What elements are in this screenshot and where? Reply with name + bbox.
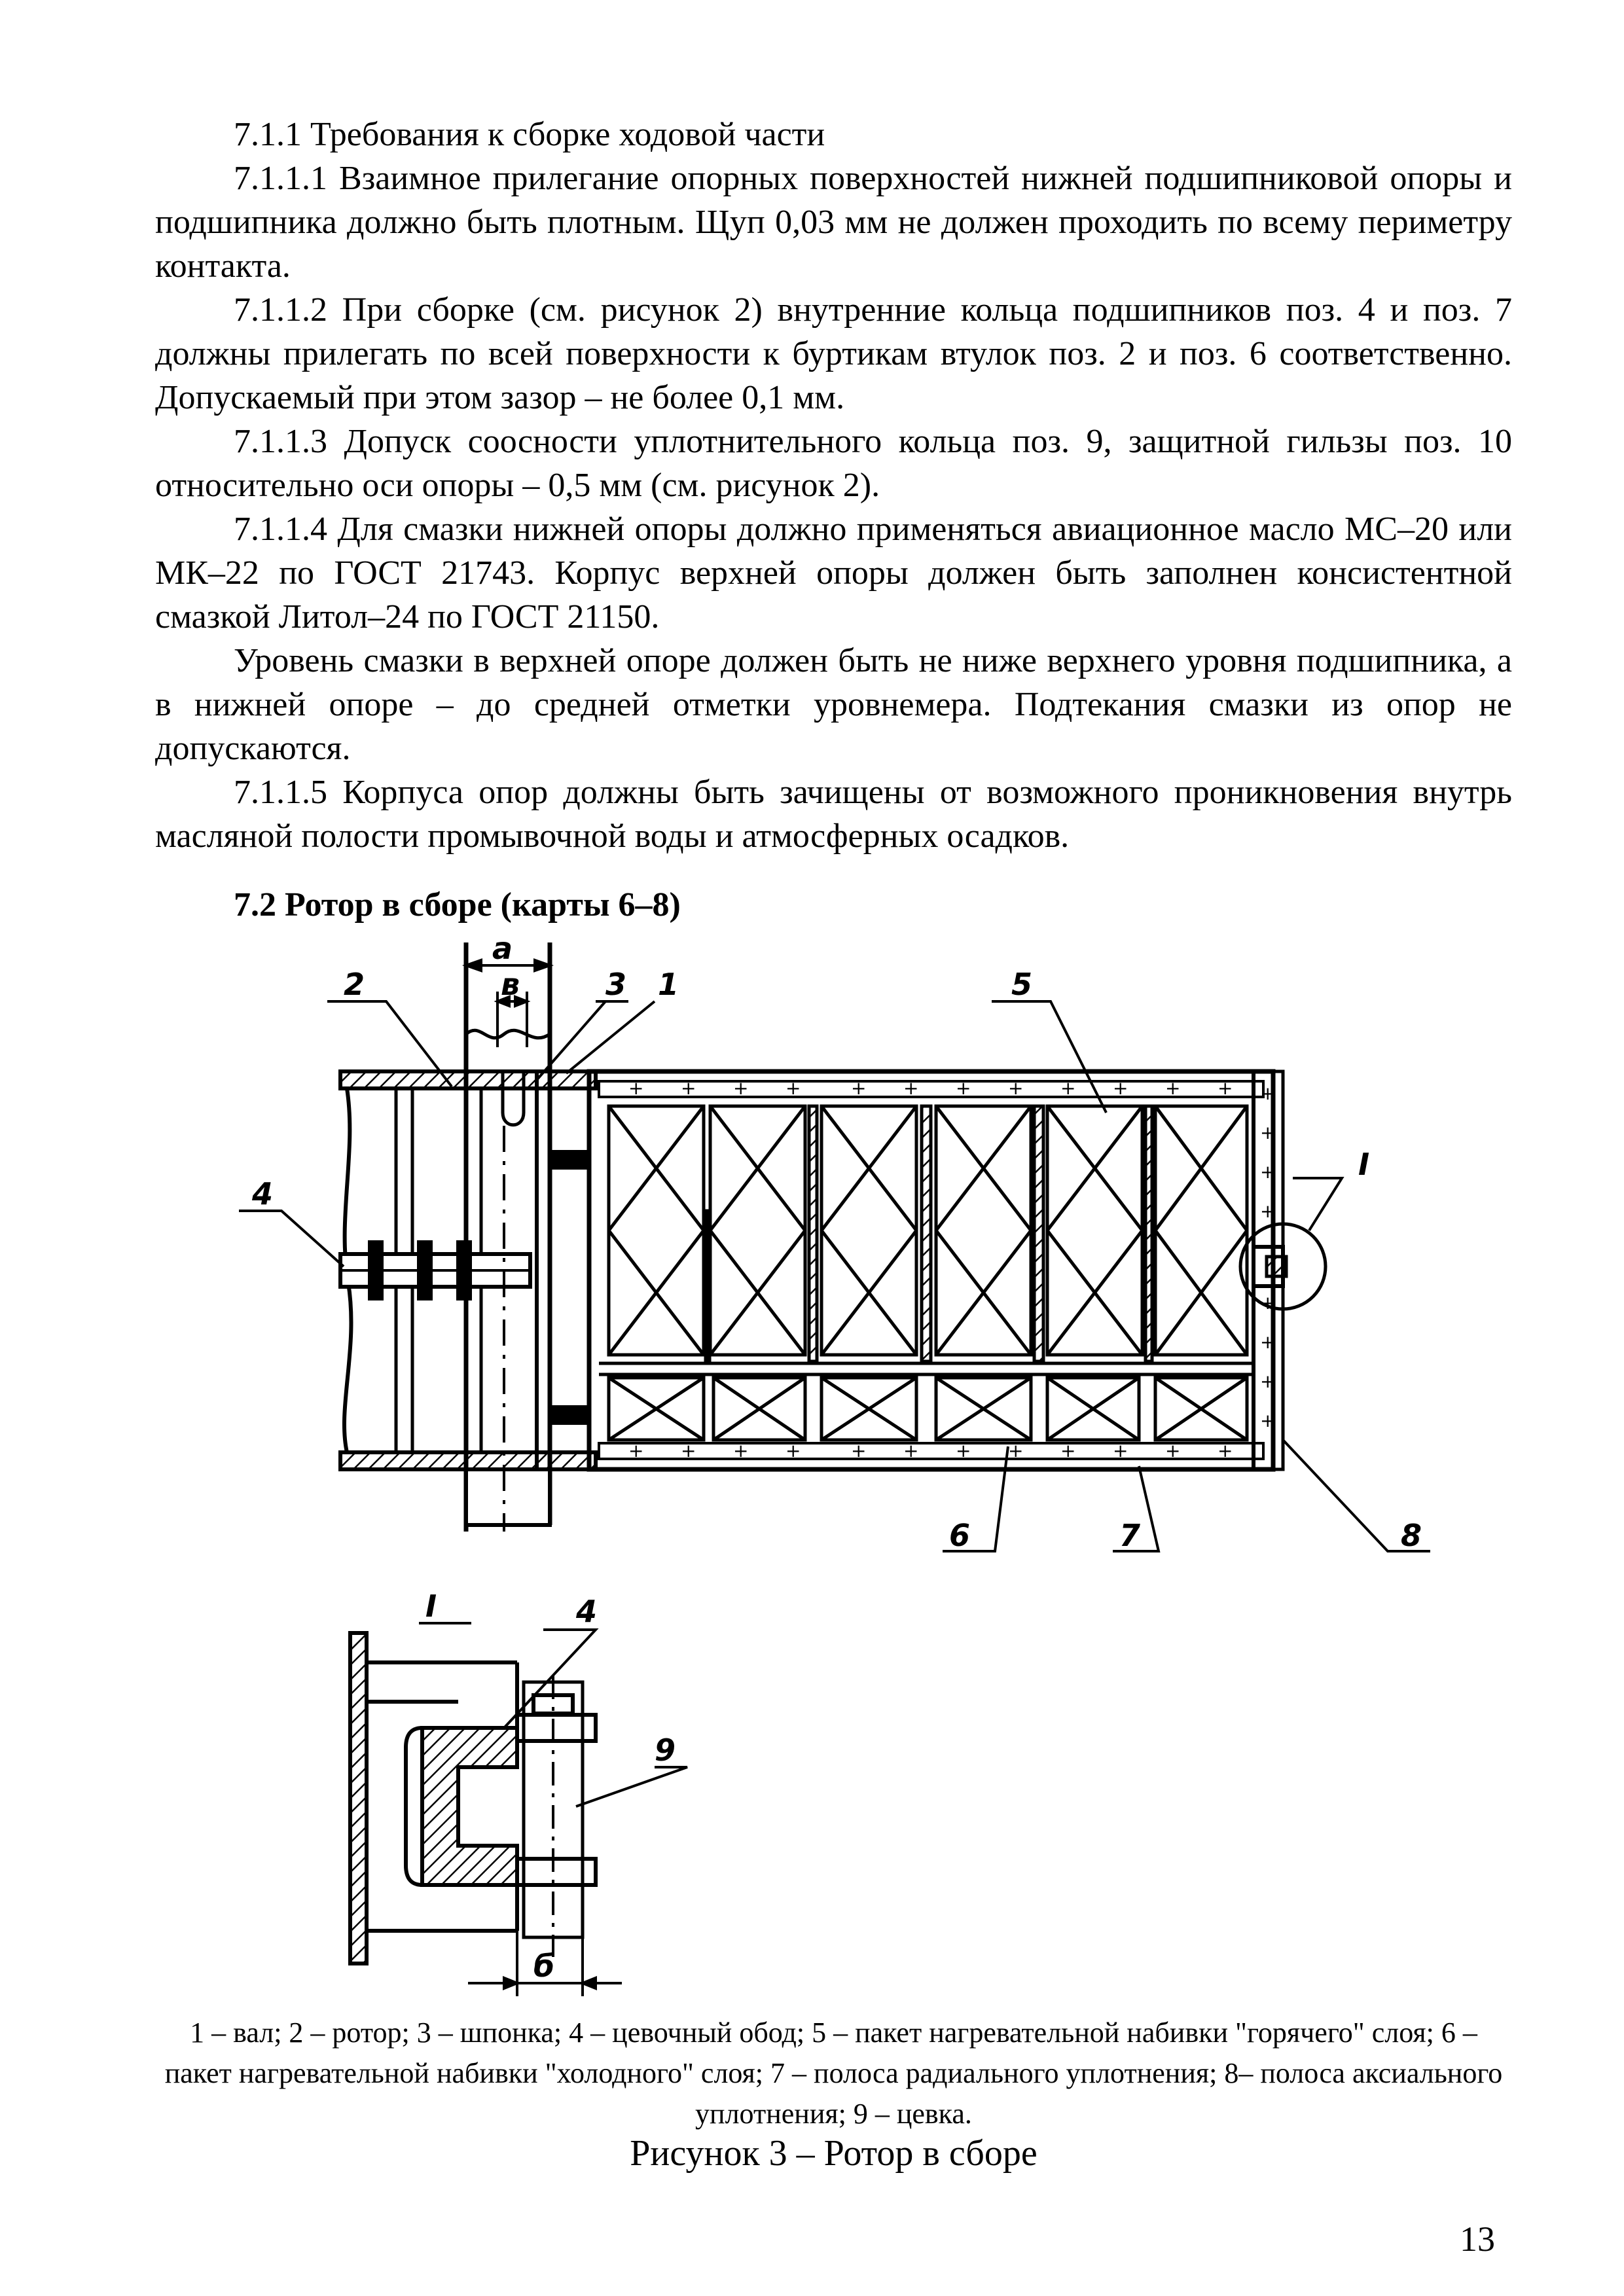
detail-bracket-bottom — [515, 1857, 598, 1887]
shaft-key — [501, 1069, 526, 1127]
hot-pack-4 — [934, 1104, 1033, 1357]
label-pos-3: 3 — [605, 967, 626, 1002]
paragraph-7-1-1-3: 7.1.1.3 Допуск соосности уплотнительного… — [155, 423, 1512, 504]
svg-text:+: + — [681, 1440, 696, 1462]
cold-pack-5 — [1045, 1376, 1141, 1442]
hot-pack-5 — [1045, 1104, 1144, 1357]
svg-text:+: + — [851, 1077, 866, 1099]
detail-leaders — [419, 1622, 688, 1808]
svg-text:+: + — [1260, 1331, 1275, 1353]
label-detail-i: I — [1358, 1147, 1369, 1182]
svg-text:+: + — [1008, 1077, 1023, 1099]
body-text: 7.1.1 Требования к сборке ходовой части … — [155, 113, 1512, 927]
svg-text:+: + — [1008, 1440, 1023, 1462]
svg-text:+: + — [1260, 1410, 1275, 1431]
label-detail-pos-4: 4 — [575, 1594, 597, 1629]
paragraph-lubrication-level: Уровень смазки в верхней опоре должен бы… — [155, 642, 1512, 767]
svg-text:+: + — [733, 1440, 748, 1462]
svg-text:+: + — [956, 1440, 971, 1462]
label-pos-8: 8 — [1401, 1518, 1422, 1553]
label-a: а — [492, 931, 513, 966]
label-b: б — [533, 1948, 554, 1984]
svg-text:+: + — [1113, 1440, 1128, 1462]
dimension-lines — [461, 942, 554, 1047]
cold-pack-4 — [934, 1376, 1033, 1442]
paragraph-7-1-1-4: 7.1.1.4 Для смазки нижней опоры должно п… — [155, 511, 1512, 636]
hot-layer-packs — [607, 1104, 1249, 1363]
svg-text:+: + — [1113, 1077, 1128, 1099]
hot-pack-6 — [1153, 1104, 1249, 1357]
label-v: в — [501, 967, 520, 1002]
label-pos-2: 2 — [344, 967, 365, 1002]
seal-strip-marks: +++ +++ +++ +++ +++ +++ +++ +++ +++ +++ … — [628, 1077, 1275, 1462]
svg-text:+: + — [1260, 1083, 1275, 1104]
svg-text:+: + — [1260, 1122, 1275, 1143]
label-detail-title: I — [425, 1588, 437, 1624]
label-pos-1: 1 — [658, 967, 679, 1002]
cold-pack-1 — [607, 1376, 706, 1442]
cold-layer-packs — [607, 1376, 1249, 1442]
svg-text:+: + — [1260, 1161, 1275, 1183]
svg-text:+: + — [851, 1440, 866, 1462]
svg-text:+: + — [681, 1077, 696, 1099]
svg-text:+: + — [1165, 1440, 1180, 1462]
svg-text:+: + — [785, 1077, 801, 1099]
svg-text:+: + — [1260, 1371, 1275, 1392]
section-heading: 7.2 Ротор в сборе (карты 6–8) — [234, 886, 681, 924]
label-pos-9: 9 — [655, 1732, 676, 1768]
paragraph-7-1-1-5: 7.1.1.5 Корпуса опор должны быть зачищен… — [155, 774, 1512, 855]
detail-pin-rim — [420, 1726, 519, 1887]
leader-lines — [239, 1000, 1430, 1552]
svg-text:+: + — [1260, 1200, 1275, 1222]
detail-wall — [348, 1631, 369, 1965]
page-number: 13 — [1460, 2219, 1495, 2259]
svg-text:+: + — [1060, 1077, 1075, 1099]
svg-text:+: + — [956, 1077, 971, 1099]
hot-pack-3 — [820, 1104, 918, 1357]
detail-view — [348, 1631, 598, 1965]
svg-text:+: + — [903, 1440, 918, 1462]
cold-pack-2 — [712, 1376, 807, 1442]
svg-text:+: + — [733, 1077, 748, 1099]
label-pos-5: 5 — [1011, 967, 1032, 1002]
cold-pack-3 — [820, 1376, 918, 1442]
hot-pack-1 — [607, 1104, 706, 1357]
svg-text:+: + — [785, 1440, 801, 1462]
svg-text:+: + — [1218, 1440, 1233, 1462]
svg-text:+: + — [1218, 1077, 1233, 1099]
paragraph-7-1-1: 7.1.1 Требования к сборке ходовой части — [234, 116, 825, 153]
label-pos-6: 6 — [949, 1518, 970, 1553]
dimension-b — [468, 1898, 622, 1996]
paragraph-7-1-1-2: 7.1.1.2 При сборке (см. рисунок 2) внутр… — [155, 291, 1512, 416]
figure-legend: 1 – вал; 2 – ротор; 3 – шпонка; 4 – цево… — [164, 2017, 1503, 2130]
detail-marker — [1238, 1222, 1327, 1311]
svg-text:+: + — [1060, 1440, 1075, 1462]
figure-title: Рисунок 3 – Ротор в сборе — [630, 2133, 1038, 2174]
cold-pack-6 — [1153, 1376, 1249, 1442]
label-pos-4: 4 — [251, 1176, 273, 1211]
paragraph-7-1-1-1: 7.1.1.1 Взаимное прилегание опорных пове… — [155, 160, 1512, 285]
svg-text:+: + — [1165, 1077, 1180, 1099]
label-pos-7: 7 — [1119, 1518, 1140, 1553]
svg-text:+: + — [628, 1440, 643, 1462]
hot-pack-2 — [708, 1104, 807, 1357]
svg-text:+: + — [628, 1077, 643, 1099]
svg-text:+: + — [903, 1077, 918, 1099]
